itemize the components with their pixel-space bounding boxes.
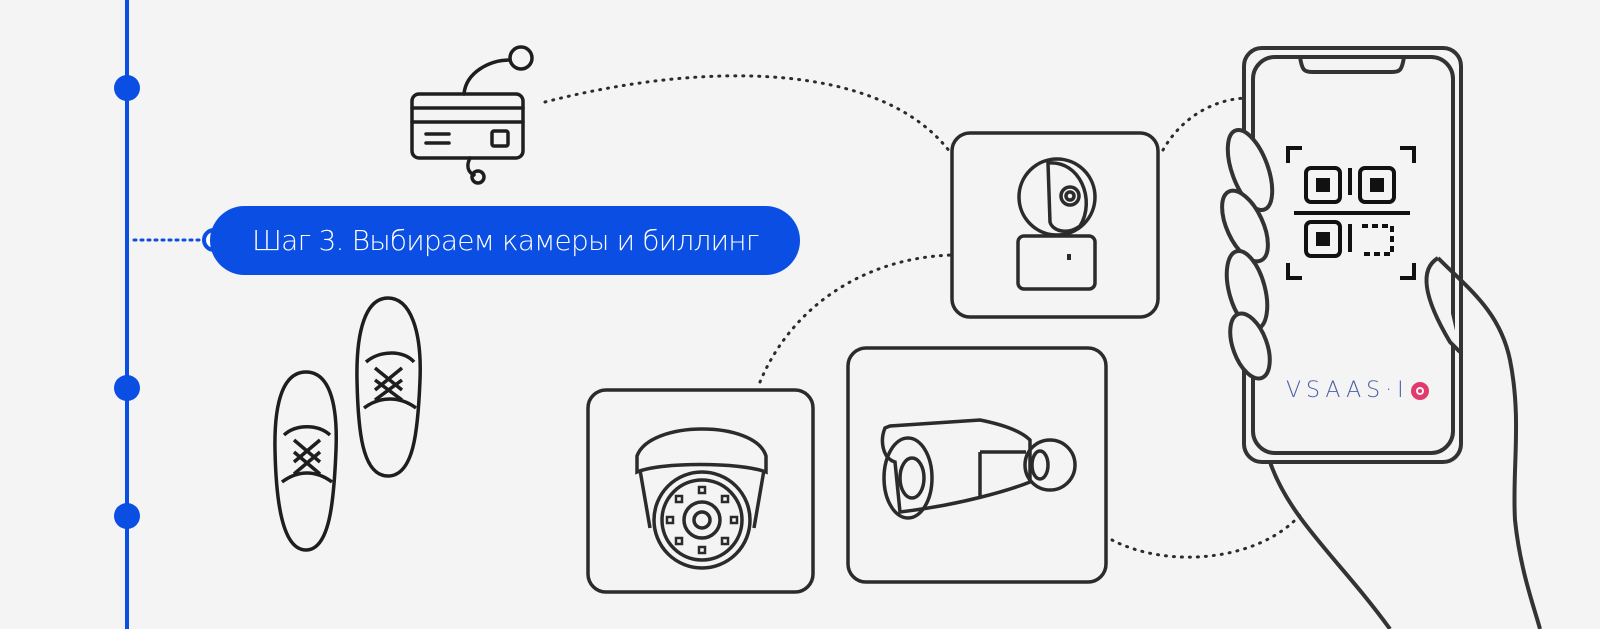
phone-qr-icon xyxy=(1220,46,1542,629)
dotted-connectors xyxy=(543,74,1302,559)
bullet-camera-icon xyxy=(846,346,1108,584)
credit-card-icon xyxy=(410,45,534,185)
shoes-icon xyxy=(273,296,422,552)
timeline-node xyxy=(114,75,140,101)
vsaas-logo: VSAAS·I xyxy=(1286,378,1429,403)
timeline-node xyxy=(114,375,140,401)
logo-o-icon xyxy=(1410,381,1429,400)
timeline xyxy=(114,0,226,629)
ptz-camera-icon xyxy=(950,131,1160,319)
logo-text: VSAAS·I xyxy=(1286,378,1409,403)
timeline-node xyxy=(114,503,140,529)
dome-camera-icon xyxy=(586,388,815,594)
step-3-pill: Шаг 3. Выбираем камеры и биллинг xyxy=(210,206,800,275)
step-3-label: Шаг 3. Выбираем камеры и биллинг xyxy=(252,224,759,257)
